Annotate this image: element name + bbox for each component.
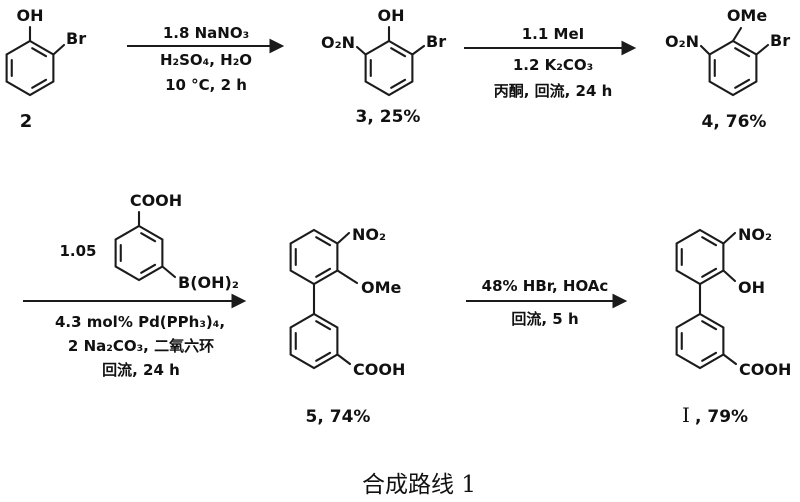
benzene-ring <box>364 39 414 97</box>
no2-bond <box>336 231 351 245</box>
benzene-ring-bottom <box>675 312 725 370</box>
no2-label: NO₂ <box>352 225 386 244</box>
step2-reagent: 1.1 MeI <box>522 25 584 43</box>
benzene-ring-bottom <box>289 312 339 370</box>
reaction-arrow-step4: 48% HBr, HOAc 回流, 5 h <box>466 277 628 328</box>
br-label: Br <box>770 31 790 50</box>
benzene-ring <box>5 39 55 97</box>
no2-label: O₂N <box>321 33 355 52</box>
br-label: Br <box>426 32 446 51</box>
step3-conditions-2: 2 Na₂CO₃, 二氧六环 <box>68 337 214 355</box>
step3-conditions-3: 回流, 24 h <box>102 361 180 379</box>
oh-label: OH <box>738 278 765 297</box>
br-bond <box>755 43 770 56</box>
compound-3-label: 3, 25% <box>356 107 421 127</box>
step2-conditions-2: 丙酮, 回流, 24 h <box>494 82 613 100</box>
cooh-label: COOH <box>739 360 791 379</box>
compound-I-yield: , 79% <box>695 407 748 427</box>
boh2-label: B(OH)₂ <box>178 273 239 292</box>
benzene-ring <box>114 224 164 282</box>
reaction-arrow-step3: 4.3 mol% Pd(PPh₃)₄, 2 Na₂CO₃, 二氧六环 回流, 2… <box>23 293 247 379</box>
step1-conditions-2: 10 °C, 2 h <box>165 76 247 94</box>
benzene-ring-top <box>675 228 725 286</box>
br-bond <box>52 43 66 56</box>
boh2-bond <box>161 265 177 279</box>
boronic-equivalents: 1.05 <box>59 242 96 260</box>
oh-label: OH <box>378 6 405 25</box>
boronic-acid-structure: COOH B(OH)₂ 1.05 <box>59 191 238 292</box>
compound-4-structure: OMe O₂N Br 4, 76% <box>665 6 790 132</box>
no2-label: O₂N <box>665 32 699 51</box>
compound-5-structure: NO₂ OMe COOH 5, 74% <box>289 225 405 427</box>
compound-I-structure: NO₂ OH COOH I , 79% <box>675 225 791 427</box>
step1-conditions-1: H₂SO₄, H₂O <box>160 51 252 69</box>
cooh-label: COOH <box>130 191 182 210</box>
no2-bond <box>355 45 367 56</box>
benzene-ring-top <box>289 228 339 286</box>
compound-5-label: 5, 74% <box>306 407 371 427</box>
br-bond <box>411 44 426 56</box>
step3-conditions-1: 4.3 mol% Pd(PPh₃)₄, <box>55 313 225 331</box>
compound-2-structure: OH Br 2 <box>5 6 86 132</box>
oh-label: OH <box>17 6 44 25</box>
cooh-label: COOH <box>353 360 405 379</box>
compound-2-label: 2 <box>20 111 33 132</box>
step2-conditions-1: 1.2 K₂CO₃ <box>513 56 593 74</box>
no2-bond <box>699 44 711 56</box>
reaction-arrow-step2: 1.1 MeI 1.2 K₂CO₃ 丙酮, 回流, 24 h <box>464 25 637 100</box>
no2-bond <box>722 231 737 245</box>
ome-bond <box>731 26 743 43</box>
compound-3-structure: OH O₂N Br 3, 25% <box>321 6 446 127</box>
ome-label: OMe <box>727 6 768 25</box>
step4-conditions-1: 回流, 5 h <box>511 310 578 328</box>
step1-reagent: 1.8 NaNO₃ <box>163 24 249 42</box>
cooh-bond <box>722 353 738 366</box>
br-label: Br <box>66 29 86 48</box>
compound-4-label: 4, 76% <box>702 112 767 132</box>
oh-bond <box>722 269 737 283</box>
ome-label: OMe <box>361 278 402 297</box>
ome-bond <box>336 269 359 285</box>
scheme-caption: 合成路线 1 <box>362 472 476 498</box>
no2-label: NO₂ <box>738 225 772 244</box>
reaction-arrow-step1: 1.8 NaNO₃ H₂SO₄, H₂O 10 °C, 2 h <box>127 24 285 94</box>
benzene-ring <box>708 39 758 97</box>
cooh-bond <box>336 353 352 366</box>
compound-I-name: I <box>682 403 690 427</box>
step4-reagent: 48% HBr, HOAc <box>482 277 609 295</box>
